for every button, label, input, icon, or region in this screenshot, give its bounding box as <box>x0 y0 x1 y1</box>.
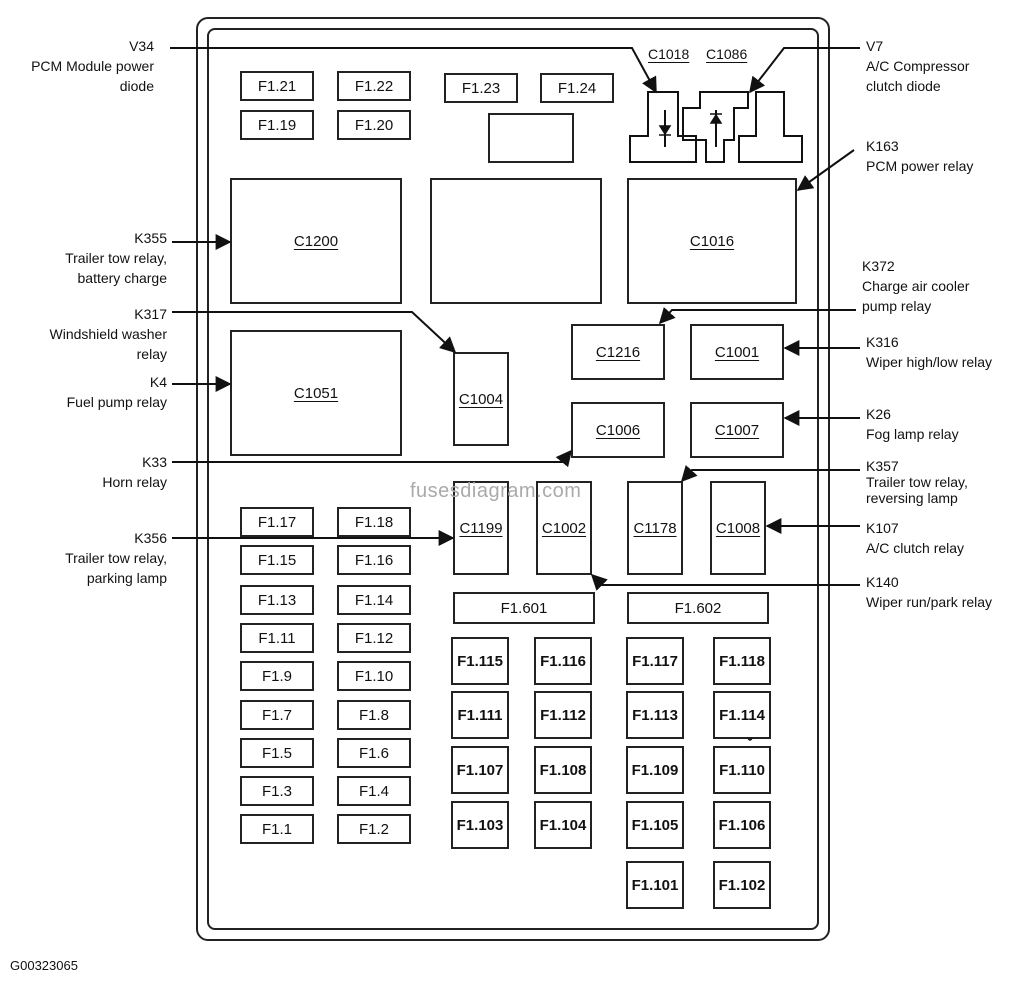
fuse-f1-6: F1.6 <box>337 738 411 768</box>
fuse-f1-113: F1.113 <box>626 691 684 739</box>
fuse-f1-116: F1.116 <box>534 637 592 685</box>
relay-c1004: C1004 <box>453 352 509 446</box>
fuse-f1-1: F1.1 <box>240 814 314 844</box>
connector-c1086-label: C1086 <box>706 46 748 62</box>
fuse-f1-106: F1.106 <box>713 801 771 849</box>
fuse-f1-110: F1.110 <box>713 746 771 794</box>
fuse-f1-10: F1.10 <box>337 661 411 691</box>
fuse-f1-20: F1.20 <box>337 110 411 140</box>
relay-c1006: C1006 <box>571 402 665 458</box>
fuse-f1-109: F1.109 <box>626 746 684 794</box>
relay-c1007: C1007 <box>690 402 784 458</box>
fuse-f1-104: F1.104 <box>534 801 592 849</box>
fuse-f1-103: F1.103 <box>451 801 509 849</box>
fuse-f1-107: F1.107 <box>451 746 509 794</box>
fuse-f1-2: F1.2 <box>337 814 411 844</box>
relay-c1200: C1200 <box>230 178 402 304</box>
fuse-f1-111: F1.111 <box>451 691 509 739</box>
fuse-f1-12: F1.12 <box>337 623 411 653</box>
relay-c1002: C1002 <box>536 481 592 575</box>
fuse-f1-108: F1.108 <box>534 746 592 794</box>
relay-c1199: C1199 <box>453 481 509 575</box>
fuse-f1-14: F1.14 <box>337 585 411 615</box>
empty-relay-slot <box>430 178 602 304</box>
figure-code: G00323065 <box>10 958 78 973</box>
fuse-f1-7: F1.7 <box>240 700 314 730</box>
relay-c1216: C1216 <box>571 324 665 380</box>
fuse-f1-117: F1.117 <box>626 637 684 685</box>
fuse-f1-112: F1.112 <box>534 691 592 739</box>
relay-c1001: C1001 <box>690 324 784 380</box>
fuse-f1-102: F1.102 <box>713 861 771 909</box>
empty-slot <box>488 113 574 163</box>
maxi-fuse-f1-601: F1.601 <box>453 592 595 624</box>
fuse-f1-4: F1.4 <box>337 776 411 806</box>
fuse-f1-11: F1.11 <box>240 623 314 653</box>
fuse-f1-23: F1.23 <box>444 73 518 103</box>
fuse-f1-114: F1.114 <box>713 691 771 739</box>
fuse-f1-9: F1.9 <box>240 661 314 691</box>
fuse-f1-115: F1.115 <box>451 637 509 685</box>
fuse-f1-13: F1.13 <box>240 585 314 615</box>
fuse-f1-8: F1.8 <box>337 700 411 730</box>
fuse-f1-105: F1.105 <box>626 801 684 849</box>
maxi-fuse-f1-602: F1.602 <box>627 592 769 624</box>
relay-c1178: C1178 <box>627 481 683 575</box>
fuse-f1-22: F1.22 <box>337 71 411 101</box>
fuse-f1-18: F1.18 <box>337 507 411 537</box>
fuse-f1-24: F1.24 <box>540 73 614 103</box>
fuse-f1-19: F1.19 <box>240 110 314 140</box>
fuse-f1-16: F1.16 <box>337 545 411 575</box>
connector-c1018-label: C1018 <box>648 46 690 62</box>
relay-c1016: C1016 <box>627 178 797 304</box>
watermark: fusesdiagram.com <box>410 480 582 502</box>
fuse-f1-15: F1.15 <box>240 545 314 575</box>
fuse-f1-3: F1.3 <box>240 776 314 806</box>
relay-c1008: C1008 <box>710 481 766 575</box>
relay-c1051: C1051 <box>230 330 402 456</box>
fuse-f1-101: F1.101 <box>626 861 684 909</box>
fuse-f1-21: F1.21 <box>240 71 314 101</box>
fuse-f1-118: F1.118 <box>713 637 771 685</box>
fuse-f1-17: F1.17 <box>240 507 314 537</box>
fuse-f1-5: F1.5 <box>240 738 314 768</box>
